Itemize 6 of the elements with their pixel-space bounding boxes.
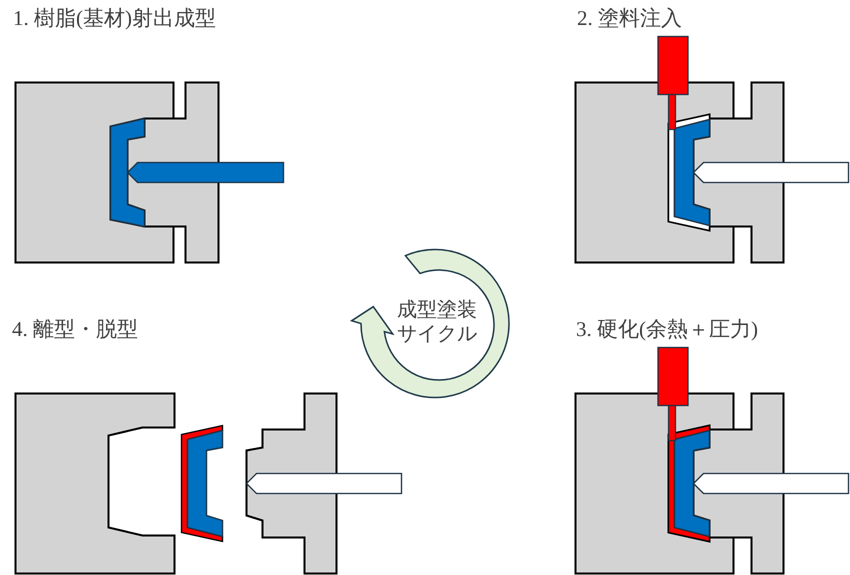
cycle-label: 成型塗装サイクル <box>396 298 478 346</box>
step-title: 4. 離型・脱型 <box>12 316 138 342</box>
step-title: 3. 硬化(余熱＋圧力) <box>576 316 758 342</box>
circular-arrow <box>350 248 511 399</box>
step-title: 2. 塗料注入 <box>577 5 682 31</box>
step-title: 1. 樹脂(基材)射出成型 <box>13 5 216 31</box>
